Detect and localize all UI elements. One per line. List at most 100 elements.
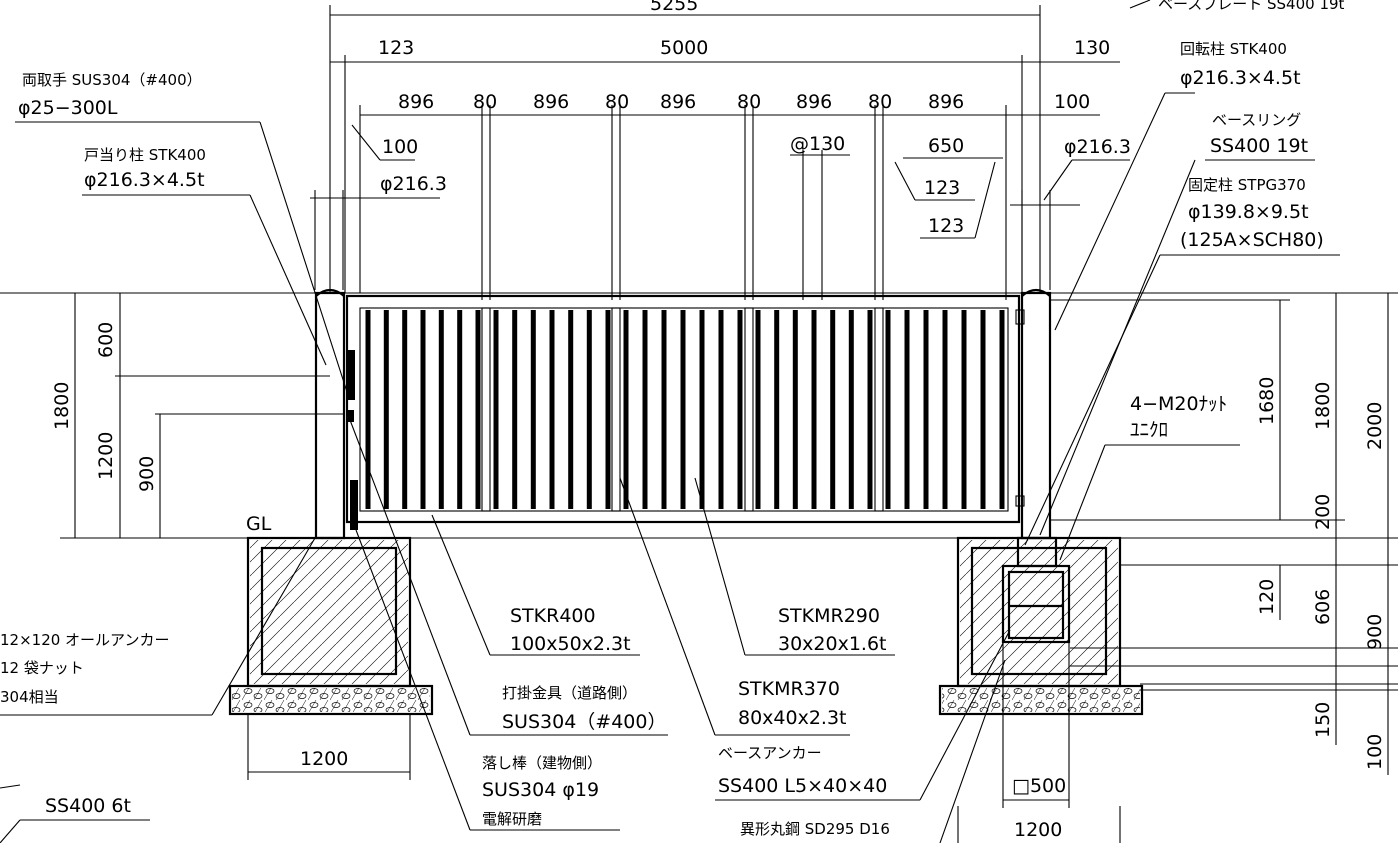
dim-right-post-clear: 100: [1054, 91, 1090, 113]
label-base-anchor-1: ベースアンカー: [718, 744, 822, 762]
dim-panel-3: 896: [660, 91, 696, 113]
right-pivot-post: [1015, 288, 1052, 540]
right-foundation: [938, 536, 1144, 716]
label-stop-post-2: φ216.3×4.5t: [84, 169, 205, 191]
mid-frame: [611, 307, 621, 512]
ground-line: [0, 292, 1398, 539]
dim-h-1800-left: 1800: [51, 382, 73, 430]
label-anchor-1: 12×120 オールアンカー: [0, 631, 169, 649]
gate-bar: [383, 310, 389, 509]
dim-w-1200-right: 1200: [1014, 819, 1062, 841]
gate-bar: [623, 310, 629, 509]
gate-bar: [718, 310, 724, 509]
gate-bar: [848, 310, 854, 509]
dim-h-1680: 1680: [1256, 377, 1278, 425]
gate-bar: [530, 310, 536, 509]
gate-bar: [867, 310, 873, 509]
dim-left-post-clear: 100: [382, 136, 418, 158]
gate-bar: [493, 310, 499, 509]
dim-h-1800-right: 1800: [1312, 382, 1334, 430]
bottom-dimensions: [247, 640, 1121, 843]
label-handle-2: φ25−300L: [18, 97, 118, 119]
gate-bar: [811, 310, 817, 509]
gate-bar: [980, 310, 986, 509]
gate-bar: [661, 310, 667, 509]
gate-bar: [365, 310, 371, 509]
gate-bar: [830, 310, 836, 509]
label-fixed-post-3: (125A×SCH80): [1180, 229, 1324, 251]
label-gl: GL: [246, 513, 272, 535]
gate-bar: [755, 310, 761, 509]
gate-bar: [737, 310, 743, 509]
label-base-ring-1: ベースリング: [1212, 111, 1301, 129]
leader-lines: [0, 0, 1340, 843]
dim-bar-pitch: @130: [790, 133, 845, 155]
gate-bar: [568, 310, 574, 509]
label-pivot-post-2: φ216.3×4.5t: [1180, 67, 1301, 89]
gate-bar: [942, 310, 948, 509]
dim-offset-123b: 123: [928, 215, 964, 237]
gate-bar: [457, 310, 463, 509]
gate-bar: [438, 310, 444, 509]
gate-bar: [774, 310, 780, 509]
left-height-dimensions: [74, 293, 345, 538]
gate-bar: [792, 310, 798, 509]
gate-bar: [680, 310, 686, 509]
gate-bar: [904, 310, 910, 509]
dim-w-500: □500: [1012, 775, 1066, 797]
dim-left-offset: 123: [378, 37, 414, 59]
dimension-text: 5255 123 5000 130 896 80 896 80 896 80 8…: [51, 0, 1386, 841]
label-latch-1: 打掛金具（道路側）: [502, 684, 637, 702]
dim-panel-1: 896: [398, 91, 434, 113]
dim-h-900-left: 900: [136, 456, 158, 492]
mid-frame: [481, 307, 491, 512]
label-drop-rod-3: 電解研磨: [482, 810, 542, 828]
label-mid-frame-2: 80x40x2.3t: [738, 707, 847, 729]
dim-span-650: 650: [928, 135, 964, 157]
gate-bar: [402, 310, 408, 509]
gate-bars: [365, 307, 1005, 512]
label-drop-rod-1: 落し棒（建物側）: [482, 754, 602, 772]
gate-bar: [420, 310, 426, 509]
label-fixed-post-2: φ139.8×9.5t: [1188, 201, 1309, 223]
dim-offset-123a: 123: [924, 177, 960, 199]
callout-labels: ベースプレート SS400 19t 両取手 SUS304（#400） φ25−3…: [0, 0, 1345, 838]
label-handle-1: 両取手 SUS304（#400）: [22, 71, 202, 89]
right-height-dimensions: [1050, 293, 1398, 775]
dim-h-1200: 1200: [95, 432, 117, 480]
gate-bar: [512, 310, 518, 509]
label-stop-post-1: 戸当り柱 STK400: [84, 146, 206, 164]
mid-frame: [744, 307, 754, 512]
gate-bar: [999, 310, 1005, 509]
gate-bar: [586, 310, 592, 509]
dim-h-120: 120: [1256, 579, 1278, 615]
dim-gap-3: 80: [737, 91, 761, 113]
label-base-plate: ベースプレート SS400 19t: [1158, 0, 1345, 13]
gate-bar: [923, 310, 929, 509]
label-nut-2: ﾕﾆｸﾛ: [1130, 419, 1168, 441]
dim-h-100: 100: [1364, 734, 1386, 770]
dim-h-600: 600: [95, 322, 117, 358]
gate-frame: [345, 294, 1021, 524]
gate-bar: [549, 310, 555, 509]
dim-gap-1: 80: [473, 91, 497, 113]
dim-right-post-dia: φ216.3: [1064, 136, 1131, 158]
label-anchor-2: 12 袋ナット: [0, 659, 84, 677]
dim-gap-4: 80: [868, 91, 892, 113]
left-foundation: [228, 536, 434, 716]
gate-bar: [699, 310, 705, 509]
dim-h-200: 200: [1312, 494, 1334, 530]
dim-gate-width: 5000: [660, 37, 708, 59]
label-mid-frame-1: STKMR370: [738, 678, 840, 700]
dim-panel-4: 896: [796, 91, 832, 113]
label-plate-6t: SS400 6t: [45, 795, 131, 817]
dim-overall: 5255: [650, 0, 698, 15]
label-latch-2: SUS304（#400）: [502, 711, 666, 733]
dim-h-2000: 2000: [1364, 402, 1386, 450]
dim-h-606: 606: [1312, 589, 1334, 625]
label-frame-1: STKR400: [510, 605, 596, 627]
dim-right-offset: 130: [1074, 37, 1110, 59]
dim-left-post-dia: φ216.3: [380, 173, 447, 195]
label-bar-2: 30x20x1.6t: [778, 633, 887, 655]
mid-frame: [874, 307, 884, 512]
